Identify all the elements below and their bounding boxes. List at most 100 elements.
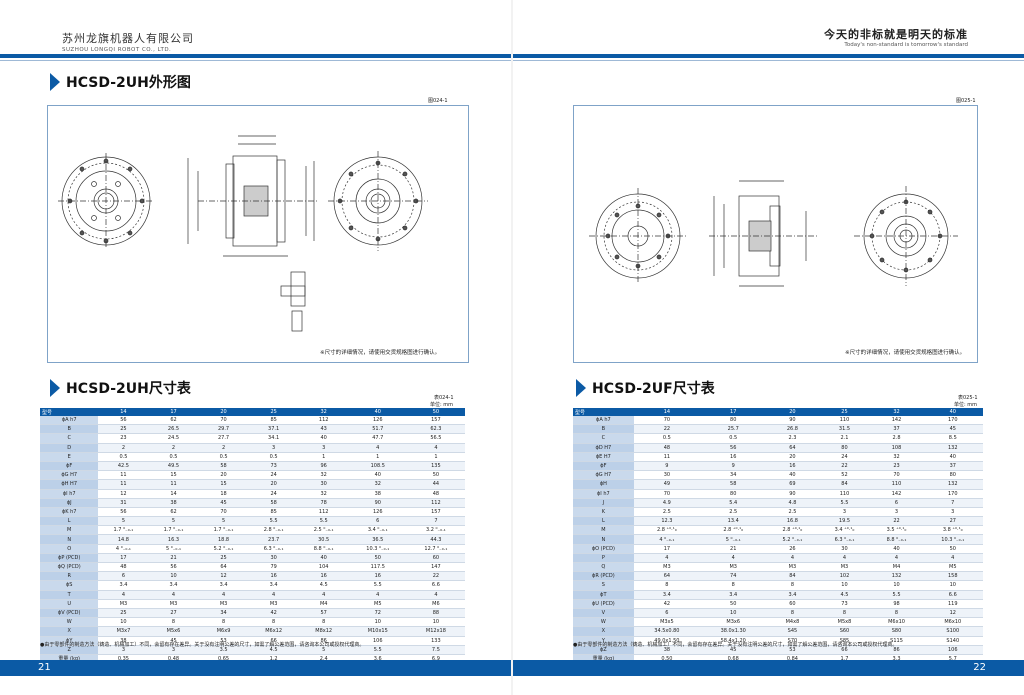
table-cell: 38: [633, 645, 701, 655]
table-cell: 48: [98, 562, 149, 573]
left-outline-drawing: [47, 105, 469, 363]
table-cell: 56: [98, 507, 149, 518]
table-cell: 16: [298, 571, 349, 582]
table-cell: 73: [818, 599, 871, 609]
header-size-cell: 40: [922, 408, 983, 416]
table-cell: 90: [766, 416, 819, 426]
left-table-heading: HCSD-2UH尺寸表: [50, 378, 191, 398]
company-name-cn: 苏州龙旗机器人有限公司: [62, 32, 194, 45]
row-label: ϕR (PCD): [573, 571, 634, 582]
table-cell: 25: [198, 553, 249, 564]
table-cell: 126: [348, 507, 407, 518]
table-cell: 60: [406, 553, 465, 564]
row-label: ϕF: [573, 461, 634, 472]
table-cell: 4.9: [633, 498, 701, 508]
row-label: W: [573, 617, 634, 628]
table-cell: 108: [870, 443, 923, 453]
table-cell: M3: [248, 599, 299, 609]
table-cell: S70: [766, 636, 819, 646]
table-cell: 38: [148, 498, 199, 508]
table-cell: 85: [248, 416, 299, 426]
table-cell: 79: [248, 562, 299, 573]
table-cell: 57: [298, 608, 349, 619]
row-label: ϕQ (PCD): [40, 562, 99, 573]
table-cell: 44: [406, 479, 465, 490]
table-cell: 34.1: [248, 433, 299, 444]
table-cell: S45: [766, 626, 819, 637]
table-cell: 37: [870, 424, 923, 435]
table-cell: 25: [98, 608, 149, 619]
table-cell: 8.8 ⁰₋₀.₁: [870, 534, 923, 545]
table-cell: 4: [248, 590, 299, 600]
table-cell: S140: [922, 636, 983, 646]
slogan-cn: 今天的非标就是明天的标准: [824, 28, 968, 41]
table-cell: 4: [870, 553, 923, 564]
table-cell: 4: [922, 553, 983, 564]
table-cell: 51.7: [348, 424, 407, 435]
table-cell: 58.4x1.20: [700, 636, 767, 646]
table-cell: S85: [818, 636, 871, 646]
table-cell: 3.4: [700, 590, 767, 600]
table-cell: M3: [98, 599, 149, 609]
table-cell: 42: [248, 608, 299, 619]
table-cell: 69: [766, 479, 819, 490]
table-cell: 5.2 ⁰₋₀.₁: [198, 544, 249, 554]
table-cell: 117.5: [348, 562, 407, 573]
table-cell: 20: [198, 470, 249, 481]
table-cell: 2.5 ⁰₋₀.₁: [298, 525, 349, 536]
row-label: ϕG H7: [573, 470, 634, 481]
table-cell: 2.3: [766, 433, 819, 444]
table-cell: 3.4: [766, 590, 819, 600]
table-cell: 4: [348, 590, 407, 600]
table-cell: 24: [248, 489, 299, 499]
table-cell: 8: [633, 580, 701, 591]
table-cell: 27.7: [198, 433, 249, 444]
table-cell: 1: [348, 452, 407, 462]
header-size-cell: 14: [98, 408, 149, 416]
table-cell: 1.7 ⁰₋₀.₁: [148, 525, 199, 536]
row-label: ϕT: [573, 590, 634, 600]
table-cell: M12x18: [406, 626, 465, 637]
table-cell: M3: [198, 599, 249, 609]
header-size-cell: 32: [298, 408, 349, 416]
table-cell: 70: [870, 470, 923, 481]
row-label: ϕD H7: [573, 443, 634, 453]
table-cell: 157: [406, 416, 465, 426]
row-label: Z: [40, 645, 99, 655]
section-triangle-icon: [576, 379, 586, 397]
table-cell: 40: [298, 553, 349, 564]
table-cell: 110: [818, 489, 871, 499]
row-label: ϕJ: [40, 498, 99, 508]
table-cell: 4: [348, 443, 407, 453]
table-cell: 30: [818, 544, 871, 554]
table-cell: 112: [298, 507, 349, 518]
table-cell: 90: [348, 498, 407, 508]
table-cell: 1: [298, 452, 349, 462]
table-cell: 0.5: [248, 452, 299, 462]
row-label: X: [573, 626, 634, 637]
table-cell: 3.4: [633, 590, 701, 600]
table-cell: S100: [922, 626, 983, 637]
page-gutter: [511, 0, 513, 695]
table-cell: 8: [766, 580, 819, 591]
row-label: ϕV (PCD): [40, 608, 99, 619]
table-cell: 30: [248, 553, 299, 564]
table-cell: 24: [818, 452, 871, 462]
